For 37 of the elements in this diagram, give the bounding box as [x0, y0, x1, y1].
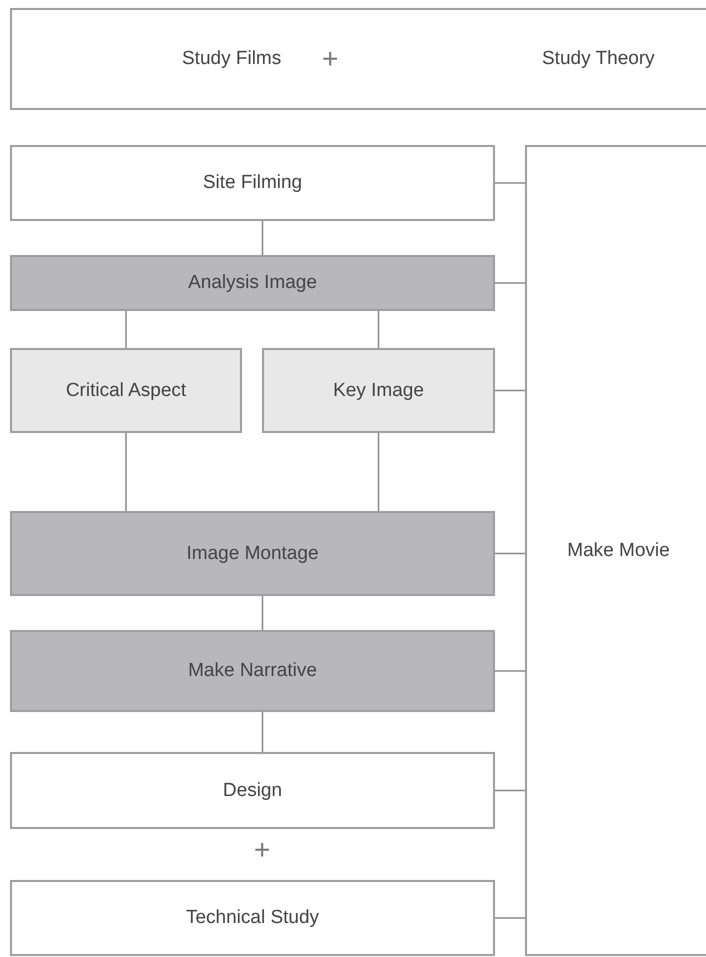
connector-line — [262, 221, 264, 255]
connector-line — [495, 552, 525, 554]
connector-line — [262, 596, 264, 630]
plus-sign: + — [322, 43, 338, 75]
box-label: Study Theory — [542, 48, 655, 70]
connector-line — [495, 282, 525, 284]
connector-line — [125, 311, 127, 348]
process-box — [262, 348, 495, 433]
box-label: Critical Aspect — [66, 380, 186, 402]
box-label: Key Image — [333, 380, 424, 402]
connector-line — [378, 311, 380, 348]
connector-line — [495, 670, 525, 672]
connector-line — [495, 917, 525, 919]
plus-sign: + — [254, 834, 270, 866]
process-box — [10, 145, 495, 221]
box-label: Design — [222, 780, 282, 802]
process-box — [10, 348, 242, 433]
box-label: Technical Study — [186, 907, 320, 929]
process-box — [10, 255, 495, 311]
box-label: Site Filming — [202, 172, 302, 194]
connector-line — [262, 712, 264, 752]
connector-line — [125, 433, 127, 511]
box-label: Make Narrative — [188, 660, 317, 682]
box-label: Make Movie — [567, 540, 670, 562]
process-box — [10, 511, 495, 596]
box-label: Analysis Image — [188, 272, 317, 294]
connector-line — [378, 433, 380, 511]
header-box — [10, 8, 706, 110]
process-box — [10, 880, 495, 956]
connector-line — [495, 390, 525, 392]
process-box — [10, 630, 495, 712]
outcome-box — [525, 145, 706, 956]
process-box — [10, 752, 495, 829]
box-label: Image Montage — [186, 542, 319, 564]
box-label: Study Films — [182, 48, 282, 70]
connector-line — [495, 182, 525, 184]
connector-line — [495, 790, 525, 792]
